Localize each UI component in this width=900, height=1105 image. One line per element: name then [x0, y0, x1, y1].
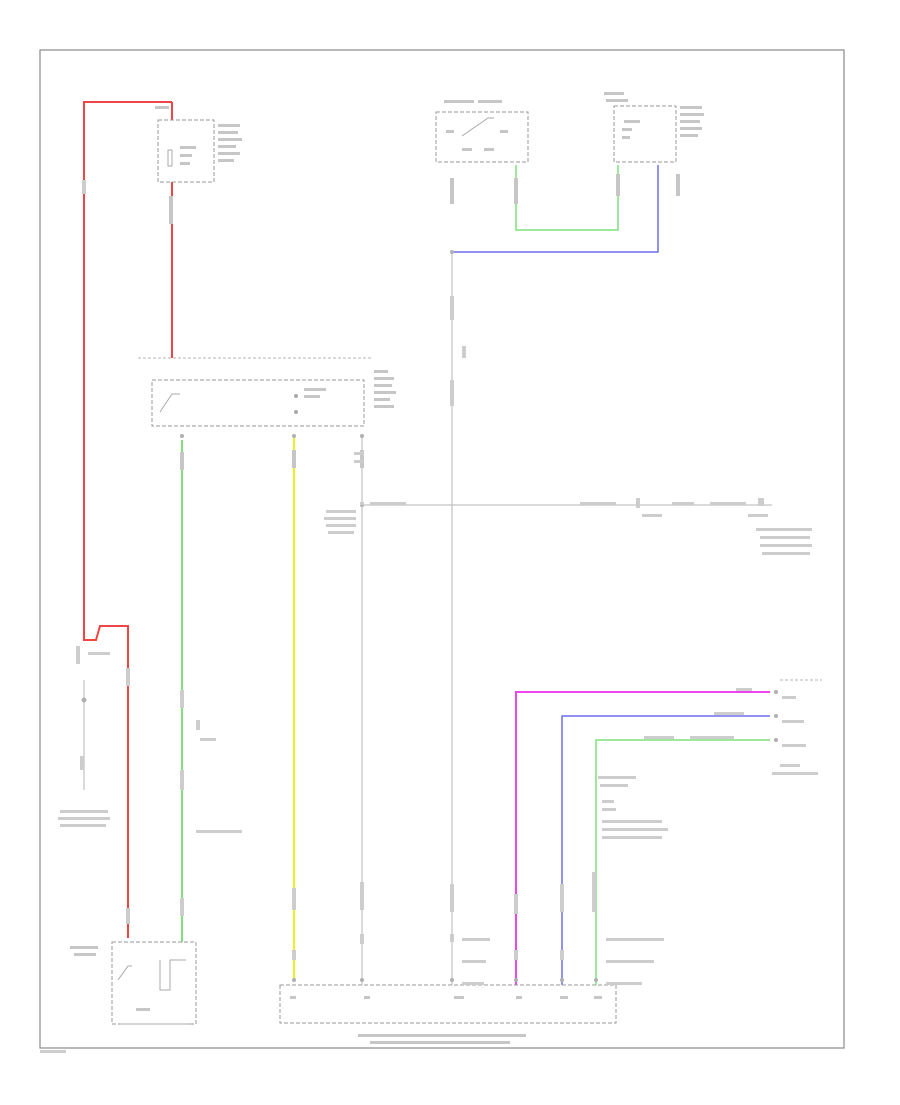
brake-switch: [435, 100, 529, 204]
connector-marks: [81, 250, 778, 982]
battery-junction-fuse: [155, 106, 242, 224]
green-wire-top: [515, 165, 619, 231]
pcm-connector: [279, 984, 617, 1044]
starter-motor: [70, 941, 197, 1025]
label-blocks: [40, 180, 818, 1053]
gray-wires: [83, 252, 822, 985]
blue-wire-range: [561, 715, 770, 985]
starter-relay-box: [151, 370, 396, 470]
diagram-frame: [39, 49, 845, 1049]
magenta-wire: [515, 691, 770, 985]
blue-wire-top: [452, 165, 659, 253]
smart-junction-fuse: [604, 92, 704, 196]
